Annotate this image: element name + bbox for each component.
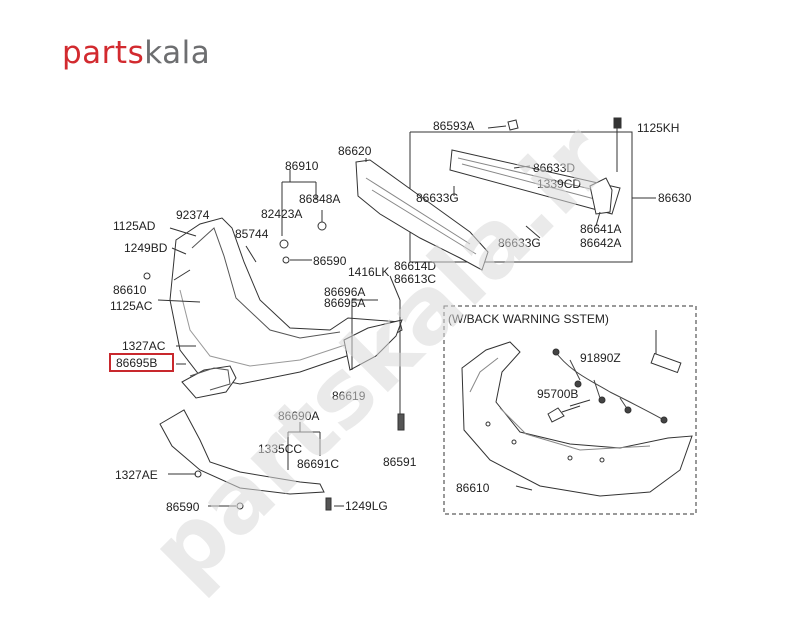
part-label[interactable]: 86610 (456, 481, 490, 495)
part-label[interactable]: 86619 (332, 389, 366, 403)
wiring-harness (553, 349, 665, 421)
part-label[interactable]: 86620 (338, 144, 372, 158)
part-label[interactable]: 1416LK (348, 265, 390, 279)
logo-text-kala: kala (144, 35, 211, 71)
part-label-highlighted[interactable]: 86695B (116, 356, 158, 370)
side-moulding (343, 319, 403, 371)
part-label[interactable]: 86630 (658, 191, 692, 205)
part-label[interactable]: 1327AE (115, 468, 158, 482)
partskala-logo: partskala (62, 38, 210, 69)
part-label[interactable]: 86633D (533, 161, 576, 175)
part-label[interactable]: 1125KH (637, 121, 680, 135)
part-label[interactable]: 86610 (113, 283, 147, 297)
part-label[interactable]: 95700B (537, 387, 579, 401)
part-label[interactable]: 86633G (416, 191, 459, 205)
part-label[interactable]: 86614D (394, 259, 437, 273)
part-label[interactable]: 86590 (313, 254, 347, 268)
part-label[interactable]: 86613C (394, 272, 437, 286)
part-label[interactable]: 86642A (580, 236, 622, 250)
inset-bumper (461, 341, 693, 497)
part-label[interactable]: 86590 (166, 500, 200, 514)
part-label[interactable]: 1339CD (537, 177, 582, 191)
part-label[interactable]: 86641A (580, 222, 622, 236)
part-label[interactable]: 86591 (383, 455, 417, 469)
part-label[interactable]: 86690A (278, 409, 320, 423)
part-label[interactable]: 86910 (285, 159, 319, 173)
part-label[interactable]: 1249LG (345, 499, 388, 513)
part-label[interactable]: 86696A (324, 285, 366, 299)
highlight-86695B (109, 353, 174, 372)
part-label[interactable]: 86593A (433, 119, 475, 133)
part-label[interactable]: 85744 (235, 227, 269, 241)
lower-valance (159, 409, 325, 495)
part-label[interactable]: 1327AC (122, 339, 166, 353)
part-label[interactable]: 92374 (176, 208, 210, 222)
part-label[interactable]: 1125AD (113, 219, 156, 233)
part-label[interactable]: 86633G (498, 236, 541, 250)
energy-absorber (355, 159, 489, 271)
inset-title: (W/BACK WARNING SSTEM) (448, 312, 609, 326)
part-label[interactable]: 86695A (324, 296, 366, 310)
inset-frame (443, 305, 697, 515)
logo-text-parts: parts (62, 35, 145, 71)
part-label[interactable]: 1335CC (258, 442, 303, 456)
part-label[interactable]: 1249BD (124, 241, 168, 255)
part-label[interactable]: 1125AC (110, 299, 153, 313)
bracket-86695B (181, 365, 237, 399)
part-label[interactable]: 86848A (299, 192, 341, 206)
part-label[interactable]: 91890Z (580, 351, 621, 365)
part-label[interactable]: 86691C (297, 457, 340, 471)
part-label[interactable]: 82423A (261, 207, 303, 221)
